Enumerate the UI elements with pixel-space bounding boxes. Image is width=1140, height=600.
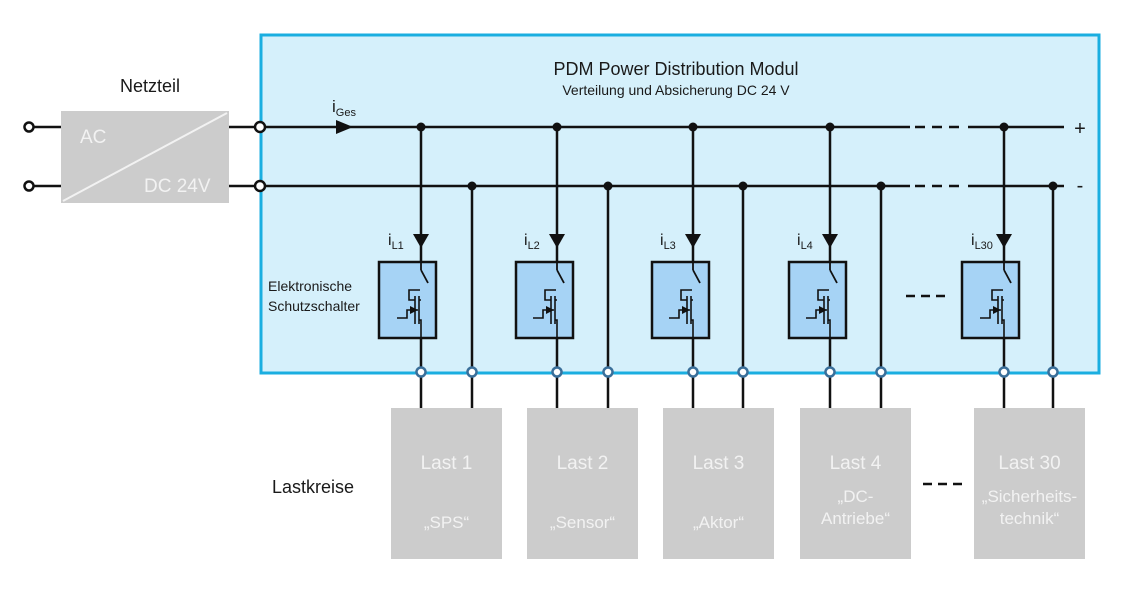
mosfet-arrow — [682, 306, 690, 314]
mosfet-gate-lead — [544, 289, 556, 301]
mosfet-gate-lead — [817, 289, 829, 301]
output-terminal-plus — [551, 366, 563, 378]
load-name: Last 30 — [998, 453, 1060, 474]
output-terminal-minus — [737, 366, 749, 378]
load-box — [391, 408, 502, 559]
mosfet-gate-lead — [408, 289, 420, 301]
power-supply-dc-label: DC 24V — [144, 176, 211, 197]
mosfet-drain-source — [419, 299, 422, 338]
output-terminal-minus — [1047, 366, 1059, 378]
load-current-label: iL2 — [524, 232, 540, 252]
mosfet-arrow — [993, 306, 1001, 314]
output-terminal-plus — [687, 366, 699, 378]
load-name: Last 4 — [830, 453, 882, 474]
switch-group-label-2: Schutzschalter — [268, 298, 360, 314]
load-name: Last 3 — [693, 453, 745, 474]
junction-dot — [876, 181, 886, 191]
power-supply-diagonal — [62, 112, 228, 202]
load-description: Antriebe“ — [821, 509, 890, 528]
load-description: „DC- — [838, 487, 874, 506]
switch-blade — [1003, 269, 1012, 284]
mosfet-arrow — [819, 306, 827, 314]
junction-dot — [825, 122, 835, 132]
total-current-label: iGes — [332, 97, 356, 119]
mosfet-arrow — [546, 306, 554, 314]
switch-group-label-1: Elektronische — [268, 278, 352, 294]
load-box — [974, 408, 1085, 559]
switch-blade — [556, 269, 565, 284]
load-current-label: iL1 — [388, 232, 404, 252]
load-current-arrow — [413, 234, 429, 248]
output-terminal-minus — [466, 366, 478, 378]
switch-blade — [829, 269, 838, 284]
load-name: Last 2 — [557, 453, 609, 474]
load-current-arrow — [996, 234, 1012, 248]
rails — [264, 125, 1064, 188]
power-supply-ac-label: AC — [80, 127, 106, 148]
total-current-arrow — [336, 120, 353, 134]
junction-dot — [688, 122, 698, 132]
junction-dot — [552, 122, 562, 132]
electronic-switch-box — [377, 260, 438, 340]
output-terminal-plus — [998, 366, 1010, 378]
ac-terminal-1 — [23, 121, 35, 133]
junction-dot — [467, 181, 477, 191]
output-terminal-plus — [415, 366, 427, 378]
load-box — [800, 408, 911, 559]
junction-dot — [738, 181, 748, 191]
plus-rail-label: + — [1074, 118, 1086, 140]
junction-dot — [999, 122, 1009, 132]
load-description: technik“ — [1000, 509, 1060, 528]
load-box — [663, 408, 774, 559]
module-subtitle: Verteilung und Absicherung DC 24 V — [562, 82, 790, 98]
mosfet-drain-source — [828, 299, 831, 338]
junction-dot — [416, 122, 426, 132]
load-description: „SPS“ — [424, 513, 470, 532]
load-description: „Sensor“ — [550, 513, 616, 532]
loads-label: Lastkreise — [272, 477, 354, 497]
ac-terminal-2 — [23, 180, 35, 192]
load-description: „Aktor“ — [693, 513, 744, 532]
output-terminal-minus — [875, 366, 887, 378]
switch-blade — [692, 269, 701, 284]
load-current-label: iL4 — [797, 232, 813, 252]
electronic-switch-box — [960, 260, 1021, 340]
mosfet-drain-source — [1002, 299, 1005, 338]
minus-rail-label: - — [1077, 175, 1084, 197]
output-terminal-plus — [824, 366, 836, 378]
mosfet-arrow — [410, 306, 418, 314]
mosfet-gate-lead — [680, 289, 692, 301]
load-box — [527, 408, 638, 559]
load-current-arrow — [685, 234, 701, 248]
module-terminal-plus — [253, 120, 267, 134]
mosfet-gate-lead — [991, 289, 1003, 301]
load-current-arrow — [549, 234, 565, 248]
load-name: Last 1 — [421, 453, 473, 474]
junction-dot — [1048, 181, 1058, 191]
power-supply-title: Netzteil — [120, 76, 180, 96]
mosfet-drain-source — [555, 299, 558, 338]
load-current-label: iL30 — [971, 232, 993, 252]
output-terminal-minus — [602, 366, 614, 378]
mosfet-drain-source — [691, 299, 694, 338]
module-terminal-minus — [253, 179, 267, 193]
load-description: „Sicherheits- — [982, 487, 1077, 506]
junction-dot — [603, 181, 613, 191]
load-current-label: iL3 — [660, 232, 676, 252]
switch-blade — [420, 269, 429, 284]
load-current-arrow — [822, 234, 838, 248]
module-title: PDM Power Distribution Modul — [553, 59, 798, 79]
